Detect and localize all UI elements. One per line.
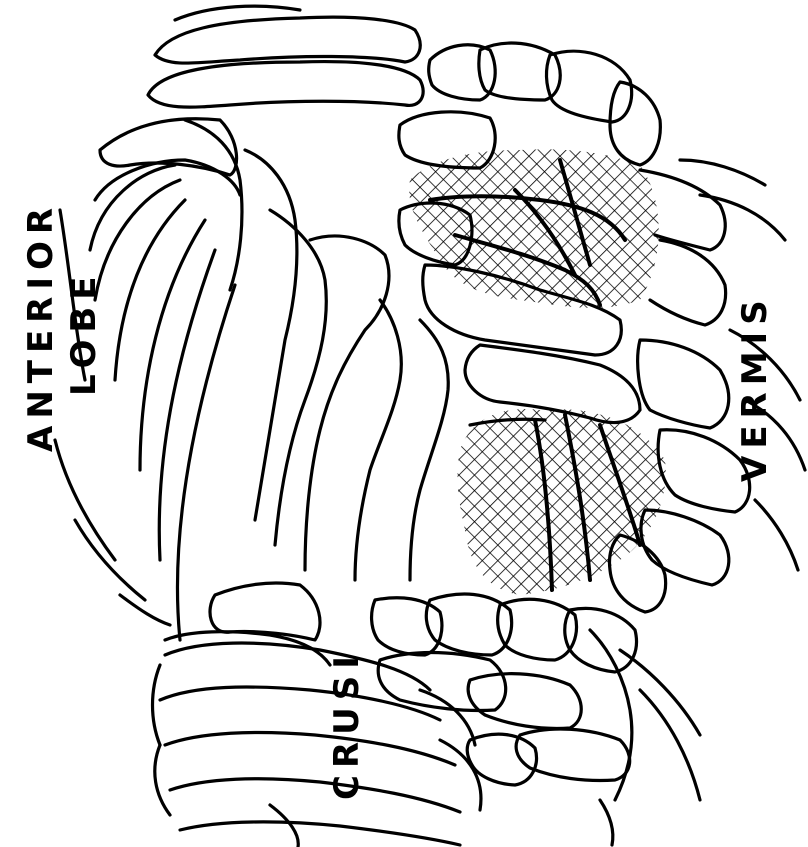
anterior-label: ANTERIOR: [21, 201, 61, 452]
anterior-lobe-folia: [55, 6, 448, 665]
vermis-label: VERMIS: [735, 293, 775, 482]
lobe-label: LOBE: [64, 270, 104, 397]
lower-lobules: [372, 594, 700, 845]
crusi-label: CRUSI: [327, 649, 367, 800]
hatched-region-lower: [440, 395, 680, 605]
crusi-folia: [153, 643, 481, 847]
